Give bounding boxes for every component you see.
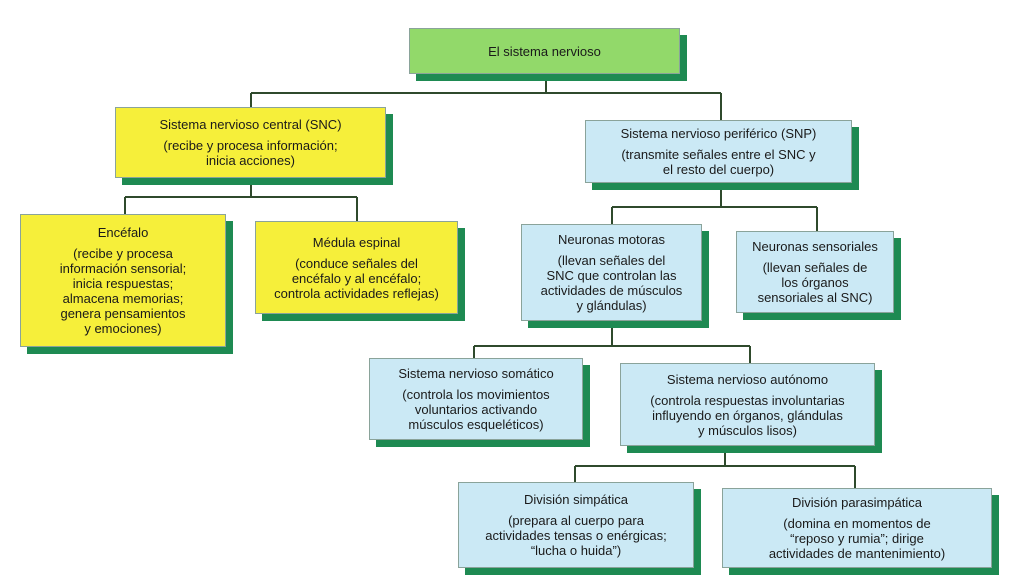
node-sistema-autonomo: Sistema nervioso autónomo (controla resp… bbox=[620, 363, 875, 446]
node-neuronas-motoras: Neuronas motoras (llevan señales del SNC… bbox=[521, 224, 702, 321]
node-description: (prepara al cuerpo para actividades tens… bbox=[485, 513, 667, 558]
node-encefalo: Encéfalo (recibe y procesa información s… bbox=[20, 214, 226, 347]
node-title: Neuronas motoras bbox=[558, 232, 665, 247]
node-title: División simpática bbox=[523, 492, 629, 507]
node-neuronas-sensoriales: Neuronas sensoriales (llevan señales de … bbox=[736, 231, 894, 313]
node-division-simpatica: División simpática (prepara al cuerpo pa… bbox=[458, 482, 694, 568]
node-title: Sistema nervioso autónomo bbox=[666, 371, 829, 387]
node-medula-espinal: Médula espinal (conduce señales del encé… bbox=[255, 221, 458, 314]
node-description: (llevan señales del SNC que controlan la… bbox=[540, 253, 683, 313]
node-title: Sistema nervioso periférico (SNP) bbox=[620, 126, 817, 141]
node-title: El sistema nervioso bbox=[488, 43, 601, 59]
node-description: (controla los movimientos voluntarios ac… bbox=[402, 387, 550, 432]
node-title: Neuronas sensoriales bbox=[752, 239, 878, 254]
node-title: Sistema nervioso central (SNC) bbox=[159, 117, 342, 132]
node-description: (controla respuestas involuntarias influ… bbox=[650, 392, 845, 438]
node-description: (domina en momentos de “reposo y rumia”;… bbox=[768, 516, 946, 561]
node-description: (conduce señales del encéfalo y al encéf… bbox=[274, 255, 439, 301]
node-sistema-somatico: Sistema nervioso somático (controla los … bbox=[369, 358, 583, 440]
node-description: (recibe y procesa información; inicia ac… bbox=[163, 138, 338, 168]
node-title: Médula espinal bbox=[312, 234, 401, 250]
node-description: (llevan señales de los órganos sensorial… bbox=[757, 260, 873, 305]
node-title: División parasimpática bbox=[791, 495, 923, 510]
node-snp: Sistema nervioso periférico (SNP) (trans… bbox=[585, 120, 852, 183]
node-division-parasimpatica: División parasimpática (domina en moment… bbox=[722, 488, 992, 568]
node-description: (transmite señales entre el SNC y el res… bbox=[621, 147, 816, 177]
node-title: Encéfalo bbox=[97, 225, 149, 240]
node-title: Sistema nervioso somático bbox=[398, 366, 554, 381]
node-description: (recibe y procesa información sensorial;… bbox=[59, 246, 187, 336]
node-snc: Sistema nervioso central (SNC) (recibe y… bbox=[115, 107, 386, 178]
node-sistema-nervioso: El sistema nervioso bbox=[409, 28, 680, 74]
